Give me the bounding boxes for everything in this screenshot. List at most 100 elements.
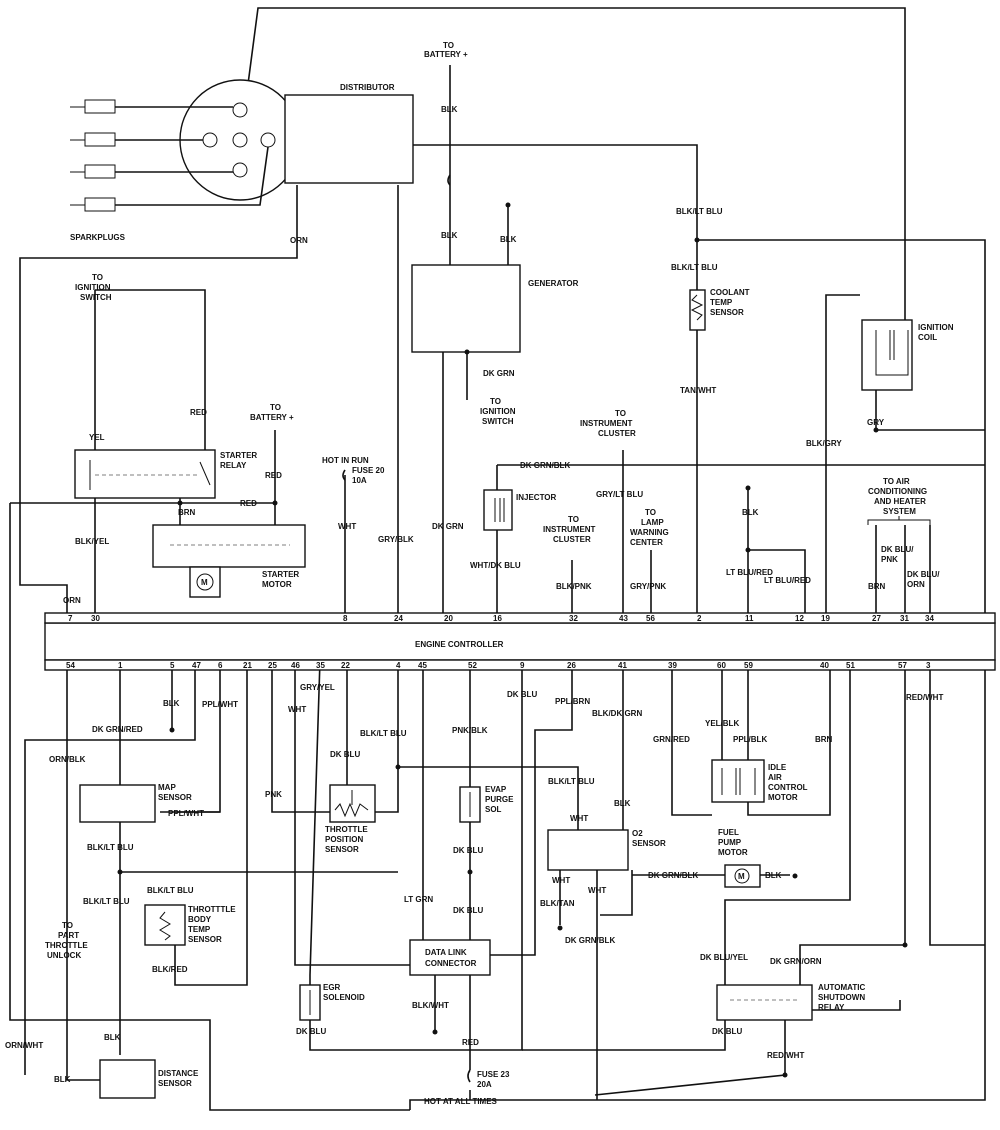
data-link-connector: DATA LINK CONNECTOR <box>409 939 491 976</box>
wire-label: DK GRN/BLK <box>565 936 615 945</box>
pin-top-16: 16 <box>493 614 502 623</box>
pin-bot-5: 5 <box>170 661 175 670</box>
hot-at-all-times: HOT AT ALL TIMES <box>424 1097 498 1106</box>
wire-label: WHT <box>570 814 588 823</box>
fuse20-1: FUSE 20 <box>352 466 385 475</box>
pin-bot-51: 51 <box>846 661 855 670</box>
wire-label: BLK/WHT <box>412 1001 449 1010</box>
dest-lamp-4: CENTER <box>630 538 663 547</box>
dlc-label-1: DATA LINK <box>425 948 467 957</box>
asd-label-2: SHUTDOWN <box>818 993 865 1002</box>
wire-label: DK BLU <box>507 690 537 699</box>
fuse23-1: FUSE 23 <box>477 1070 510 1079</box>
pin-bot-46: 46 <box>291 661 300 670</box>
pin-top-27: 27 <box>872 614 881 623</box>
map-label-1: MAP <box>158 783 176 792</box>
tps-label-1: THROTTLE <box>325 825 368 834</box>
dest-ign-gen-2: IGNITION <box>480 407 516 416</box>
dlc-label-2: CONNECTOR <box>425 959 477 968</box>
wire-label: WHT/DK BLU <box>470 561 521 570</box>
dest-throttle-3: THROTTLE <box>45 941 88 950</box>
wire-label: ORN <box>290 236 308 245</box>
pin-bot-52: 52 <box>468 661 477 670</box>
dest-ign-3: SWITCH <box>80 293 112 302</box>
wire-label: BRN <box>178 508 196 517</box>
wire-label: PPL/BRN <box>555 697 590 706</box>
starter-relay: STARTER RELAY <box>74 449 257 499</box>
pump-label-3: MOTOR <box>718 848 748 857</box>
egr-solenoid: EGR SOLENOID <box>299 983 365 1021</box>
coil-label-1: IGNITION <box>918 323 954 332</box>
wire-label: BLK/PNK <box>556 582 592 591</box>
wire-label: GRY <box>867 418 885 427</box>
pin-top-30: 30 <box>91 614 100 623</box>
wire-label: WHT <box>552 876 570 885</box>
wire-label: DK GRN/BLK <box>648 871 698 880</box>
distance-sensor: DISTANCE SENSOR <box>99 1059 199 1099</box>
dest-ign-2: IGNITION <box>75 283 111 292</box>
wire-label: GRY/LT BLU <box>596 490 643 499</box>
pump-label-1: FUEL <box>718 828 739 837</box>
egr-label-1: EGR <box>323 983 341 992</box>
wire-label: GRY/PNK <box>630 582 666 591</box>
coolant-label-3: SENSOR <box>710 308 744 317</box>
dest-ign-gen-1: TO <box>490 397 501 406</box>
pin-bot-45: 45 <box>418 661 427 670</box>
engine-controller: ENGINE CONTROLLER <box>44 612 996 671</box>
btb-label-2: BODY <box>188 915 212 924</box>
wire-label: GRN/RED <box>653 735 690 744</box>
idle-air-control-motor: IDLE AIR CONTROL MOTOR <box>711 759 808 803</box>
pin-top-8: 8 <box>343 614 348 623</box>
ground-symbols <box>117 202 908 1078</box>
wire-label: PNK/BLK <box>452 726 488 735</box>
egr-label-2: SOLENOID <box>323 993 365 1002</box>
pin-bot-60: 60 <box>717 661 726 670</box>
pin-top-11: 11 <box>745 614 754 623</box>
pin-top-7: 7 <box>68 614 73 623</box>
distributor-label: DISTRIBUTOR <box>340 83 395 92</box>
sparkplugs-label: SPARKPLUGS <box>70 233 126 242</box>
evap-label-1: EVAP <box>485 785 507 794</box>
map-label-2: SENSOR <box>158 793 192 802</box>
pin-bot-3: 3 <box>926 661 931 670</box>
wire-label: ORN/BLK <box>49 755 86 764</box>
starter-relay-label-2: RELAY <box>220 461 247 470</box>
distributor: DISTRIBUTOR <box>115 79 414 206</box>
wire-label: BLK <box>742 508 759 517</box>
iac-label-2: AIR <box>768 773 782 782</box>
wire-label: BLK/LT BLU <box>87 843 134 852</box>
wire-label: PPL/BLK <box>733 735 767 744</box>
wire-label: RED/WHT <box>767 1051 804 1060</box>
o2-sensor: O2 SENSOR <box>547 829 666 871</box>
wire-label: DK BLU/PNK <box>881 545 914 564</box>
wire-label: BLK/LT BLU <box>548 777 595 786</box>
coolant-label-1: COOLANT <box>710 288 750 297</box>
asd-label-1: AUTOMATIC <box>818 983 865 992</box>
ac-bracket <box>867 516 931 525</box>
dest-battery-relay-1: TO <box>270 403 281 412</box>
destination-labels: TO BATTERY + TO IGNITION SWITCH TO IGNIT… <box>45 41 927 1106</box>
wire-label: YEL <box>89 433 105 442</box>
pin-bot-21: 21 <box>243 661 252 670</box>
wire-label: BLK/LT BLU <box>147 886 194 895</box>
pin-bot-25: 25 <box>268 661 277 670</box>
generator-label: GENERATOR <box>528 279 579 288</box>
wire-label: LT GRN <box>404 895 433 904</box>
pin-bot-40: 40 <box>820 661 829 670</box>
dest-throttle-2: PART <box>58 931 79 940</box>
pin-top-34: 34 <box>925 614 934 623</box>
wire-label: DK BLU <box>453 846 483 855</box>
wire-label: DK BLU <box>296 1027 326 1036</box>
dest-instr-b-3: CLUSTER <box>553 535 591 544</box>
pin-top-31: 31 <box>900 614 909 623</box>
wire-label: DK BLU <box>712 1027 742 1036</box>
pin-bot-22: 22 <box>341 661 350 670</box>
btb-label-3: TEMP <box>188 925 211 934</box>
pin-bot-39: 39 <box>668 661 677 670</box>
wire-label: RED/WHT <box>906 693 943 702</box>
pin-bot-9: 9 <box>520 661 525 670</box>
throttle-position-sensor: THROTTLE POSITION SENSOR <box>325 784 376 854</box>
dest-ac-1: TO AIR <box>883 477 910 486</box>
wire-label: BLK/LT BLU <box>676 207 723 216</box>
pin-top-20: 20 <box>444 614 453 623</box>
